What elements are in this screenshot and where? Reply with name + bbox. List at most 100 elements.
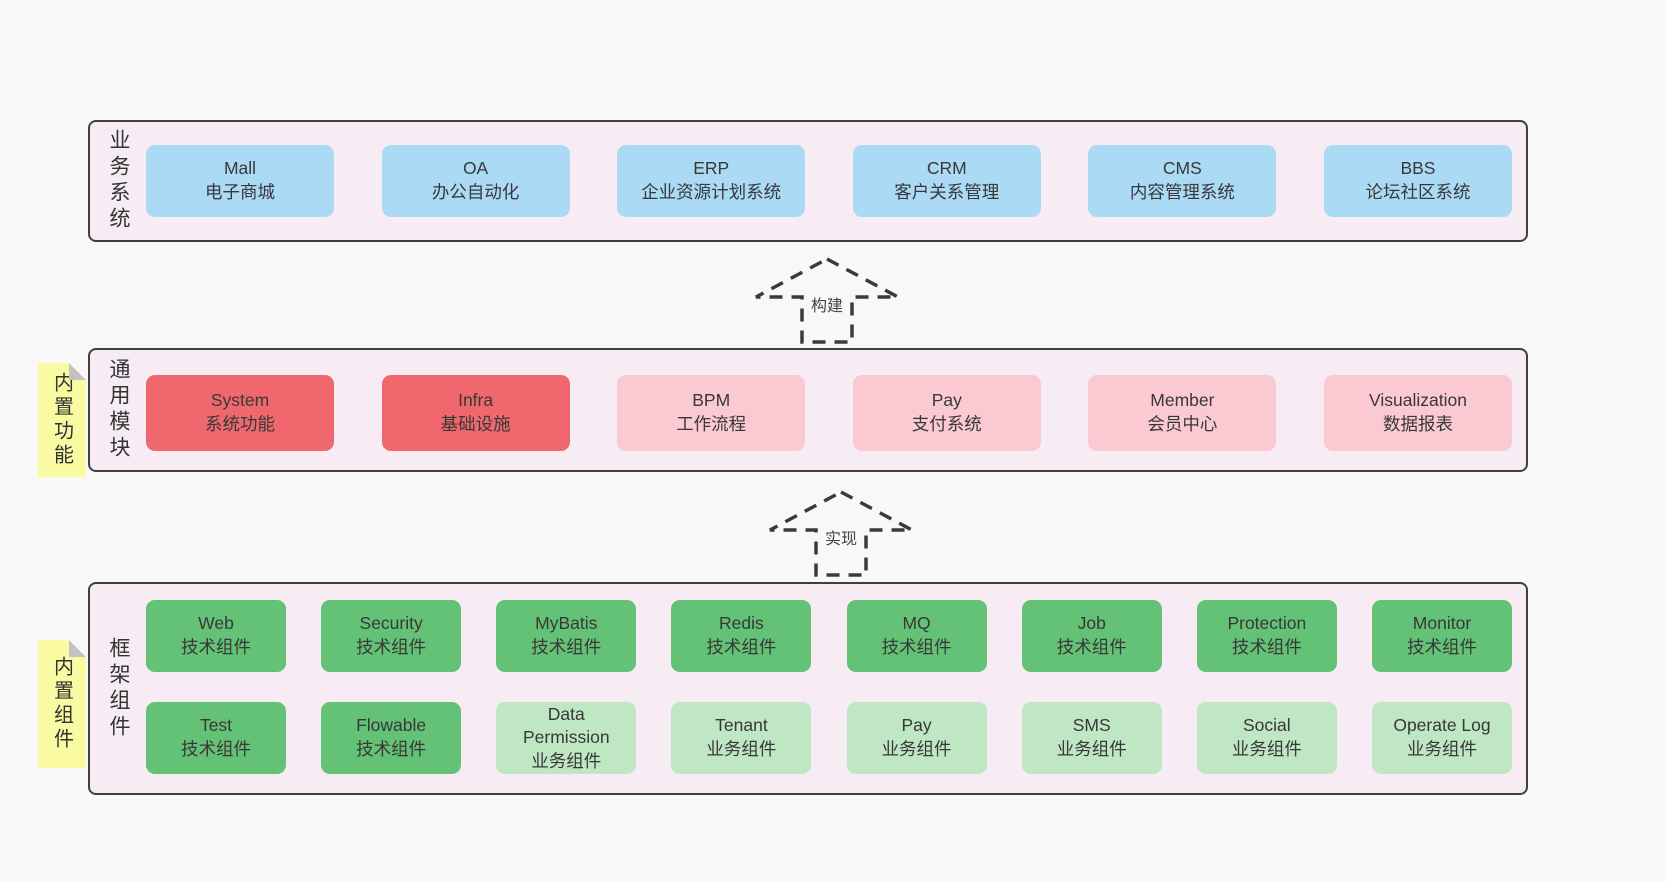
box-subtitle: 电子商城 — [205, 182, 275, 202]
box-title: Data Permission — [523, 703, 610, 748]
box-system: System 系统功能 — [146, 375, 334, 451]
box-subtitle: 业务组件 — [531, 750, 602, 771]
box-title: Flowable — [356, 715, 427, 736]
panel-side-label: 业务系统 — [107, 129, 130, 233]
box-test: Test 技术组件 — [146, 702, 286, 774]
box-member: Member 会员中心 — [1088, 375, 1277, 451]
box-subtitle: 系统功能 — [205, 414, 275, 434]
box-subtitle: 支付系统 — [911, 414, 982, 434]
sticky-label: 内置组件 — [50, 656, 73, 752]
box-pay-module: Pay 支付系统 — [852, 375, 1041, 451]
box-title: Tenant — [715, 715, 768, 736]
box-subtitle: 技术组件 — [356, 739, 427, 759]
panel-common-modules: 通用模块 System 系统功能 Infra 基础设施 BPM 工作流程 Pay… — [88, 348, 1528, 472]
box-data-permission: Data Permission 业务组件 — [496, 702, 637, 774]
box-subtitle: 数据报表 — [1382, 414, 1453, 434]
framework-components-row-2: Test 技术组件 Flowable 技术组件 Data Permission … — [146, 702, 1512, 774]
box-sms: SMS 业务组件 — [1021, 702, 1162, 774]
box-cms: CMS 内容管理系统 — [1088, 145, 1277, 217]
box-bbs: BBS 论坛社区系统 — [1323, 145, 1512, 217]
box-crm: CRM 客户关系管理 — [852, 145, 1041, 217]
box-subtitle: 业务组件 — [1406, 739, 1477, 759]
sticky-fold-icon — [69, 363, 86, 380]
box-subtitle: 工作流程 — [676, 414, 747, 434]
box-title: SMS — [1072, 715, 1111, 736]
box-subtitle: 技术组件 — [1406, 637, 1477, 657]
box-title: Pay — [901, 715, 932, 736]
box-title: BPM — [692, 390, 731, 411]
box-erp: ERP 企业资源计划系统 — [617, 145, 806, 217]
box-title: Visualization — [1369, 390, 1467, 411]
box-title: ERP — [693, 158, 730, 179]
box-flowable: Flowable 技术组件 — [321, 702, 462, 774]
box-subtitle: 内容管理系统 — [1129, 182, 1235, 202]
box-subtitle: 技术组件 — [881, 637, 952, 657]
box-operate-log: Operate Log 业务组件 — [1371, 702, 1512, 774]
box-title: Job — [1077, 613, 1106, 634]
sticky-note-built-in-components: 内置组件 — [38, 640, 86, 768]
panel-framework-components: 框架组件 Web 技术组件 Security 技术组件 MyBatis 技术组件… — [88, 582, 1528, 795]
box-title: OA — [462, 158, 489, 179]
box-subtitle: 业务组件 — [1056, 739, 1127, 759]
box-title: Test — [199, 715, 233, 736]
box-title: Member — [1150, 390, 1215, 411]
box-title: MyBatis — [535, 613, 598, 634]
box-title: Monitor — [1412, 613, 1472, 634]
arrow-implement: 实现 — [766, 488, 916, 580]
arrow-build-label: 构建 — [805, 291, 849, 317]
box-subtitle: 技术组件 — [706, 637, 777, 657]
box-subtitle: 基础设施 — [440, 414, 511, 434]
box-web: Web 技术组件 — [146, 600, 286, 672]
box-subtitle: 客户关系管理 — [894, 182, 1000, 202]
box-subtitle: 会员中心 — [1147, 414, 1218, 434]
block-arrow-up-icon — [755, 257, 899, 344]
block-arrow-up-icon — [769, 490, 913, 577]
box-job: Job 技术组件 — [1021, 600, 1162, 672]
box-title: BBS — [1400, 158, 1436, 179]
box-visualization: Visualization 数据报表 — [1323, 375, 1512, 451]
box-subtitle: 技术组件 — [1231, 637, 1302, 657]
box-title: CRM — [926, 158, 967, 179]
box-title: CMS — [1162, 158, 1202, 179]
box-title: Social — [1243, 715, 1291, 736]
box-title: Mall — [223, 158, 257, 179]
box-mall: Mall 电子商城 — [146, 145, 334, 217]
arrow-build: 构建 — [752, 255, 902, 347]
box-subtitle: 技术组件 — [1056, 637, 1127, 657]
sticky-note-built-in-features: 内置功能 — [38, 363, 86, 477]
box-security: Security 技术组件 — [321, 600, 462, 672]
box-subtitle: 论坛社区系统 — [1365, 182, 1471, 202]
box-subtitle: 技术组件 — [356, 637, 427, 657]
box-pay-component: Pay 业务组件 — [846, 702, 987, 774]
box-redis: Redis 技术组件 — [671, 600, 812, 672]
arrow-implement-label: 实现 — [819, 524, 863, 550]
box-mybatis: MyBatis 技术组件 — [496, 600, 637, 672]
business-systems-row: Mall 电子商城 OA 办公自动化 ERP 企业资源计划系统 CRM 客户关系… — [146, 145, 1512, 217]
box-bpm: BPM 工作流程 — [617, 375, 806, 451]
box-mq: MQ 技术组件 — [846, 600, 987, 672]
framework-components-row-1: Web 技术组件 Security 技术组件 MyBatis 技术组件 Redi… — [146, 600, 1512, 672]
sticky-fold-icon — [69, 640, 86, 657]
box-subtitle: 业务组件 — [706, 739, 777, 759]
box-subtitle: 企业资源计划系统 — [641, 182, 782, 202]
box-title: Web — [198, 613, 234, 634]
box-subtitle: 业务组件 — [1231, 739, 1302, 759]
box-title: MQ — [902, 613, 931, 634]
box-subtitle: 技术组件 — [181, 637, 251, 657]
box-title: System — [210, 390, 270, 411]
box-infra: Infra 基础设施 — [381, 375, 570, 451]
box-subtitle: 技术组件 — [181, 739, 251, 759]
box-protection: Protection 技术组件 — [1196, 600, 1337, 672]
box-subtitle: 技术组件 — [531, 637, 602, 657]
box-title: Redis — [719, 613, 764, 634]
box-monitor: Monitor 技术组件 — [1371, 600, 1512, 672]
box-oa: OA 办公自动化 — [381, 145, 570, 217]
box-title: Operate Log — [1393, 715, 1491, 736]
common-modules-row: System 系统功能 Infra 基础设施 BPM 工作流程 Pay 支付系统… — [146, 375, 1512, 451]
box-title: Protection — [1227, 613, 1307, 634]
box-tenant: Tenant 业务组件 — [671, 702, 812, 774]
box-social: Social 业务组件 — [1196, 702, 1337, 774]
box-title: Pay — [931, 390, 962, 411]
sticky-label: 内置功能 — [50, 372, 73, 468]
box-subtitle: 业务组件 — [881, 739, 952, 759]
